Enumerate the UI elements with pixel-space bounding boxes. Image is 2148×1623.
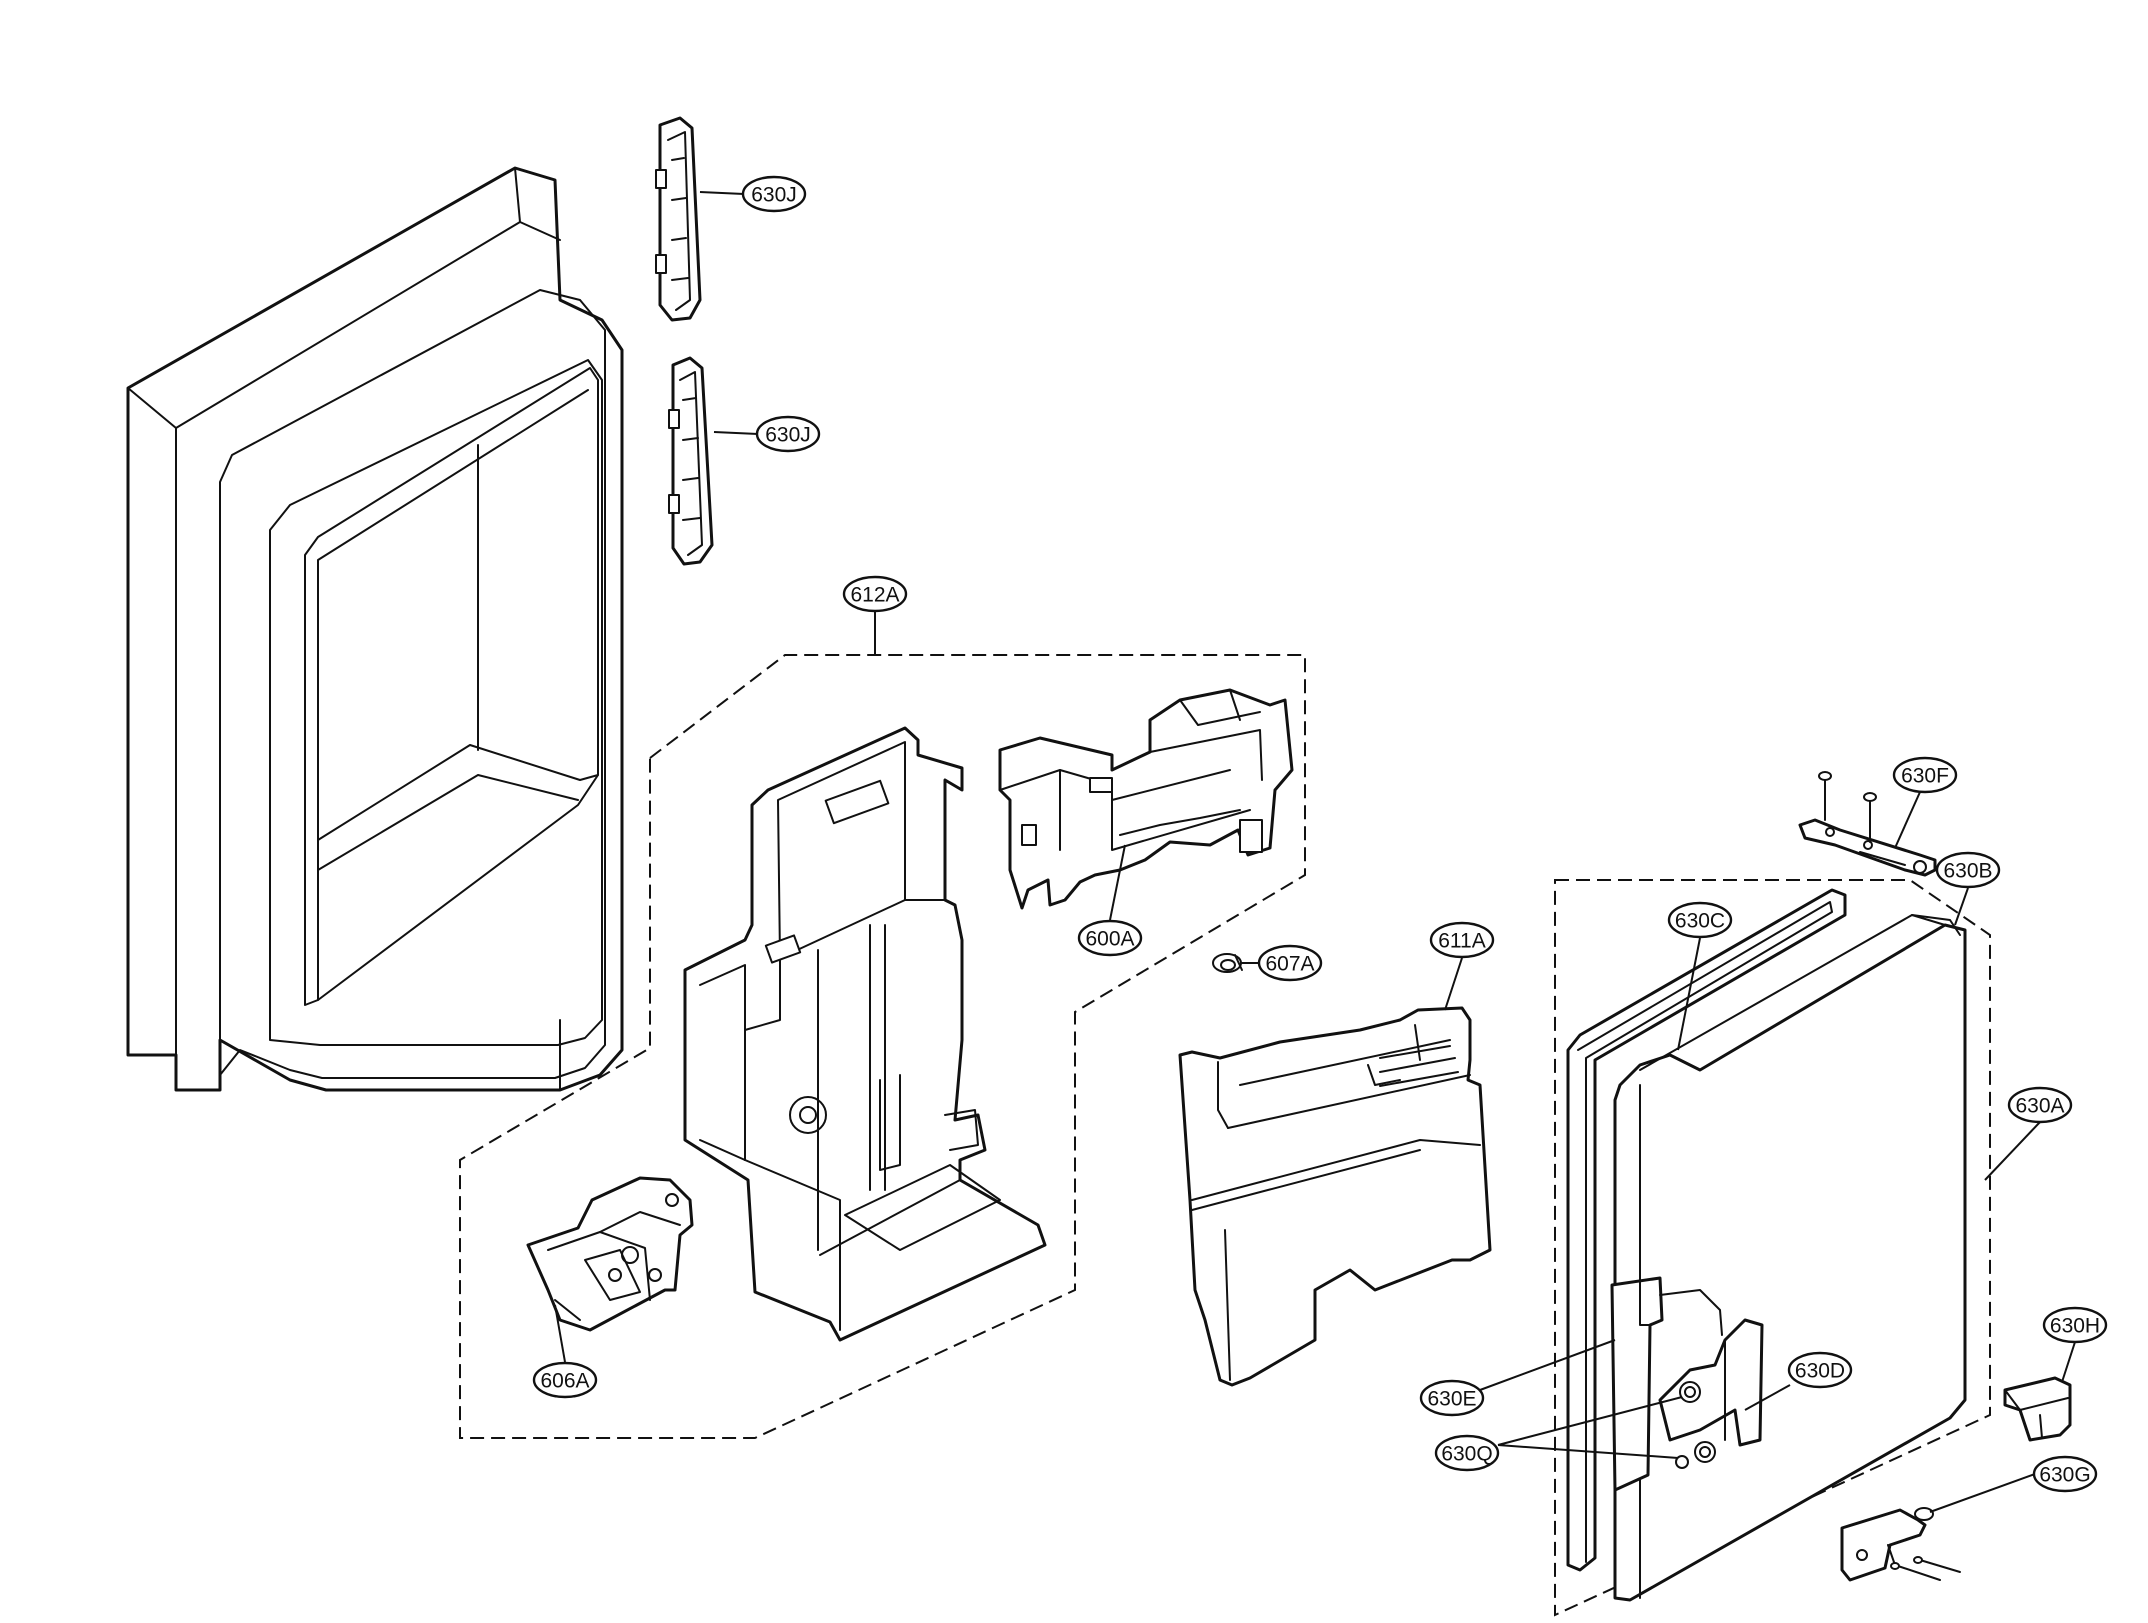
group-630a-boundary (1554, 879, 1991, 1617)
part-630b-door-panel (1613, 914, 1967, 1602)
label-612a: 612A (842, 575, 908, 613)
label-630e-text: 630E (1427, 1388, 1476, 1411)
label-607a: 607A (1257, 944, 1323, 982)
label-630b-text: 630B (1943, 860, 1992, 883)
label-611a: 611A (1429, 921, 1495, 959)
part-600a-icemaker (998, 688, 1294, 910)
part-630h-cap (2003, 1376, 2072, 1442)
part-630g-bottom-hinge (1840, 1507, 1961, 1582)
part-606a-bracket (526, 1176, 694, 1332)
label-630e: 630E (1419, 1379, 1485, 1417)
label-630g: 630G (2032, 1455, 2098, 1493)
label-630j-bottom: 630J (755, 415, 821, 453)
label-630j-bottom-text: 630J (765, 424, 811, 447)
leader-lines (554, 191, 2076, 1513)
label-630a: 630A (2007, 1086, 2073, 1124)
label-630q: 630Q (1434, 1434, 1500, 1472)
part-630j-top (655, 116, 702, 322)
label-630c-text: 630C (1675, 910, 1725, 933)
label-630d: 630D (1787, 1351, 1853, 1389)
part-607a-knob (1212, 953, 1243, 973)
label-606a-text: 606A (540, 1370, 589, 1393)
label-630c: 630C (1667, 901, 1733, 939)
label-630q-text: 630Q (1441, 1443, 1492, 1466)
group-612a-boundary (459, 654, 1306, 1439)
label-630d-text: 630D (1795, 1360, 1845, 1383)
part-611a-cover (1178, 1006, 1492, 1387)
label-630h: 630H (2042, 1306, 2108, 1344)
label-630g-text: 630G (2039, 1464, 2090, 1487)
label-630j-top-text: 630J (751, 184, 797, 207)
label-600a: 600A (1077, 919, 1143, 957)
part-630f-hinge (1798, 771, 1937, 877)
label-630b: 630B (1935, 851, 2001, 889)
label-611a-text: 611A (1438, 930, 1486, 953)
label-600a-text: 600A (1085, 928, 1134, 951)
label-630h-text: 630H (2050, 1315, 2100, 1338)
dispenser-housing (683, 726, 1047, 1342)
part-630c-gasket (1566, 888, 1847, 1572)
label-612a-text: 612A (850, 584, 899, 607)
part-630j-bottom (668, 356, 714, 566)
part-630d-latch (1658, 1318, 1764, 1469)
label-630f-text: 630F (1901, 765, 1949, 788)
door-frame (126, 166, 624, 1092)
label-606a: 606A (532, 1361, 598, 1399)
part-630e-handle-bracket (1610, 1276, 1723, 1492)
label-630j-top: 630J (741, 175, 807, 213)
label-630f: 630F (1892, 756, 1958, 794)
label-607a-text: 607A (1265, 953, 1314, 976)
label-630a-text: 630A (2015, 1095, 2064, 1118)
